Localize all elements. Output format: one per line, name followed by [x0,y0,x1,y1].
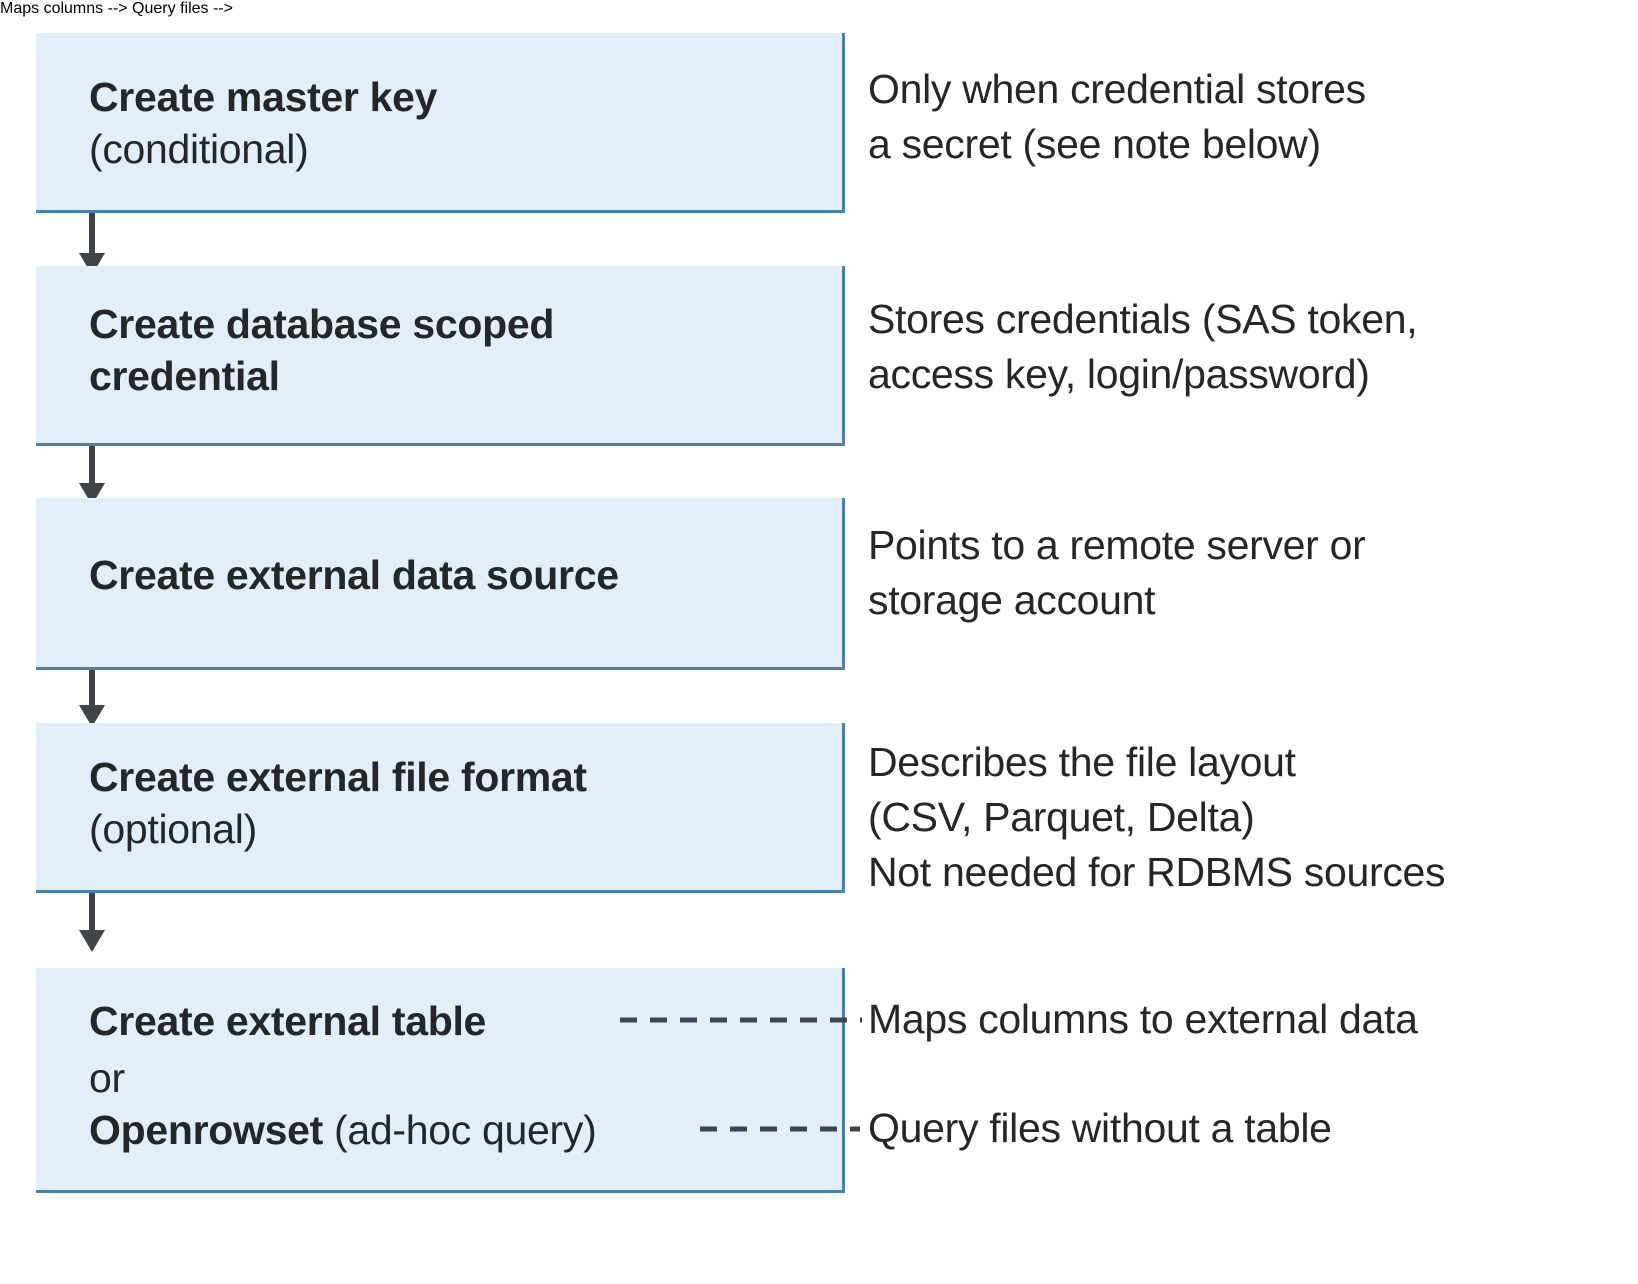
note-line: (CSV, Parquet, Delta) [868,794,1255,840]
step-title-create-database-scoped-credential-line2: credential [89,353,280,399]
step-option-label-rest: (ad-hoc query) [322,1107,597,1153]
note-line: Stores credentials (SAS token, [868,296,1418,342]
note-create-master-key: Only when credential stores a secret (se… [868,62,1366,172]
step-option-connector-word: or [89,1055,125,1101]
dashed-connector-openrowset [700,1126,860,1132]
step-box-create-external-table-or-openrowset [36,968,845,1193]
flow-arrow-2 [77,446,107,506]
step-subtitle-create-master-key: (conditional) [89,126,309,172]
note-create-external-table: Maps columns to external data [868,992,1418,1047]
note-line: Points to a remote server or [868,522,1366,568]
step-option-create-external-table: Create external table [89,995,486,1047]
dashed-connector-external-table [620,1017,862,1023]
step-title-create-external-data-source: Create external data source [89,552,619,598]
note-openrowset: Query files without a table [868,1101,1332,1156]
note-line: Query files without a table [868,1105,1332,1151]
note-line: a secret (see note below) [868,121,1321,167]
note-line: access key, login/password) [868,351,1370,397]
step-option-label-bold: Openrowset [89,1107,323,1153]
note-line: Not needed for RDBMS sources [868,849,1446,895]
flow-arrow-1 [77,213,107,276]
step-option-openrowset: Openrowset (ad-hoc query) [89,1104,597,1156]
note-create-external-data-source: Points to a remote server or storage acc… [868,518,1366,628]
note-create-external-file-format: Describes the file layout (CSV, Parquet,… [868,735,1446,900]
step-title-create-external-file-format: Create external file format [89,754,587,800]
step-box-create-database-scoped-credential: Create database scoped credential [36,266,845,446]
note-line: storage account [868,577,1156,623]
step-box-create-external-data-source: Create external data source [36,498,845,670]
flow-arrow-3 [77,670,107,728]
step-title-create-database-scoped-credential-line1: Create database scoped [89,301,555,347]
step-option-label: Create external table [89,998,487,1044]
note-create-database-scoped-credential: Stores credentials (SAS token, access ke… [868,292,1418,402]
note-line: Only when credential stores [868,66,1366,112]
step-subtitle-create-external-file-format: (optional) [89,806,257,852]
step-box-create-external-file-format: Create external file format (optional) [36,723,845,893]
step-title-create-master-key: Create master key [89,74,438,120]
note-line: Maps columns to external data [868,996,1418,1042]
flow-arrow-4 [77,893,107,953]
note-line: Describes the file layout [868,739,1296,785]
step-box-create-master-key: Create master key (conditional) [36,33,845,213]
